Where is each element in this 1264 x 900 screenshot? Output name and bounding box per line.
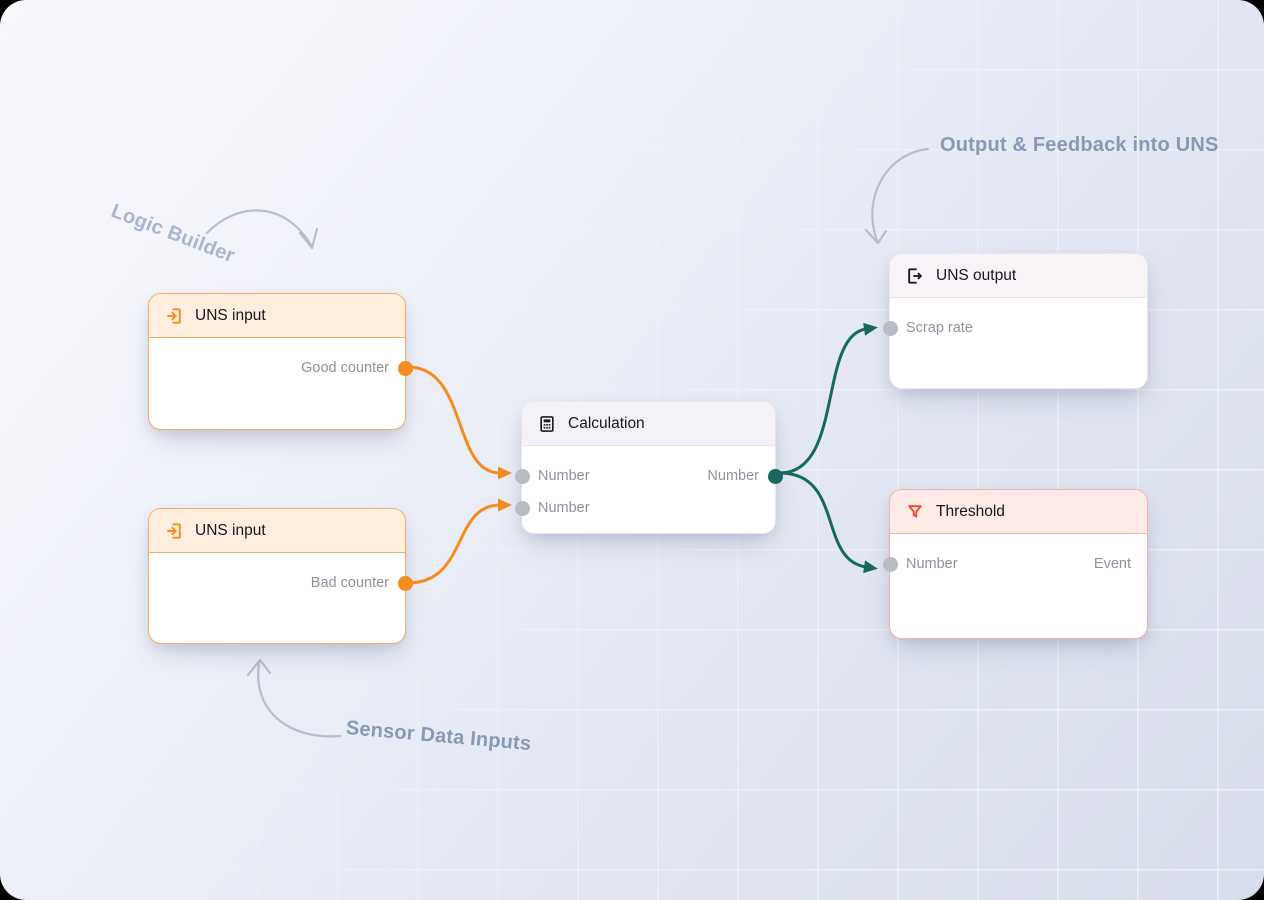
edge-good-counter-to-calc [406, 365, 512, 480]
node-title: Threshold [936, 502, 1005, 520]
port-label: Number [906, 556, 958, 572]
sensor-inputs-arrow [246, 658, 342, 738]
port-row: Number Event [882, 548, 1131, 580]
edge-calc-to-threshold [778, 471, 878, 574]
node-header: Threshold [890, 490, 1147, 534]
node-title: UNS output [936, 266, 1017, 284]
port-label: Number [538, 500, 590, 516]
node-header: UNS input [149, 294, 405, 338]
filter-icon [905, 502, 925, 522]
output-port[interactable] [767, 468, 783, 484]
node-threshold[interactable]: Threshold Number Event [882, 489, 1148, 639]
port-row: Number [514, 492, 759, 524]
port-label: Number [538, 468, 590, 484]
annotation-logic-builder: Logic Builder [108, 200, 238, 268]
node-uns-output[interactable]: UNS output Scrap rate [882, 253, 1148, 389]
port-row: Scrap rate [882, 312, 1131, 344]
port-row: Number Number [514, 460, 783, 492]
node-uns-input-1[interactable]: UNS input Good counter [148, 293, 413, 430]
port-label: Good counter [301, 360, 389, 376]
output-port[interactable] [397, 360, 413, 376]
port-row: Bad counter [165, 567, 413, 599]
node-title: UNS input [195, 306, 266, 324]
port-label: Number [707, 468, 759, 484]
port-row: Good counter [165, 352, 413, 384]
input-port[interactable] [514, 500, 530, 516]
node-title: UNS input [195, 521, 266, 539]
node-title: Calculation [568, 414, 645, 432]
node-header: UNS input [149, 509, 405, 553]
node-calculation[interactable]: Calculation Number Number Number [514, 401, 783, 534]
input-port[interactable] [514, 468, 530, 484]
log-out-icon [905, 266, 925, 286]
input-port[interactable] [882, 556, 898, 572]
annotation-output-feedback: Output & Feedback into UNS [940, 134, 1219, 156]
input-port[interactable] [882, 320, 898, 336]
node-uns-input-2[interactable]: UNS input Bad counter [148, 508, 413, 644]
output-feedback-arrow [864, 147, 930, 245]
edge-bad-counter-to-calc [406, 498, 512, 585]
node-header: UNS output [890, 254, 1147, 298]
output-port[interactable] [397, 575, 413, 591]
annotation-sensor-inputs: Sensor Data Inputs [345, 717, 533, 756]
port-label: Scrap rate [906, 320, 973, 336]
edge-calc-to-uns-output [778, 322, 878, 475]
port-label: Event [1093, 556, 1131, 572]
log-in-icon [164, 521, 184, 541]
calculator-icon [537, 414, 557, 434]
port-label: Bad counter [310, 575, 389, 591]
node-header: Calculation [522, 402, 775, 446]
log-in-icon [164, 306, 184, 326]
